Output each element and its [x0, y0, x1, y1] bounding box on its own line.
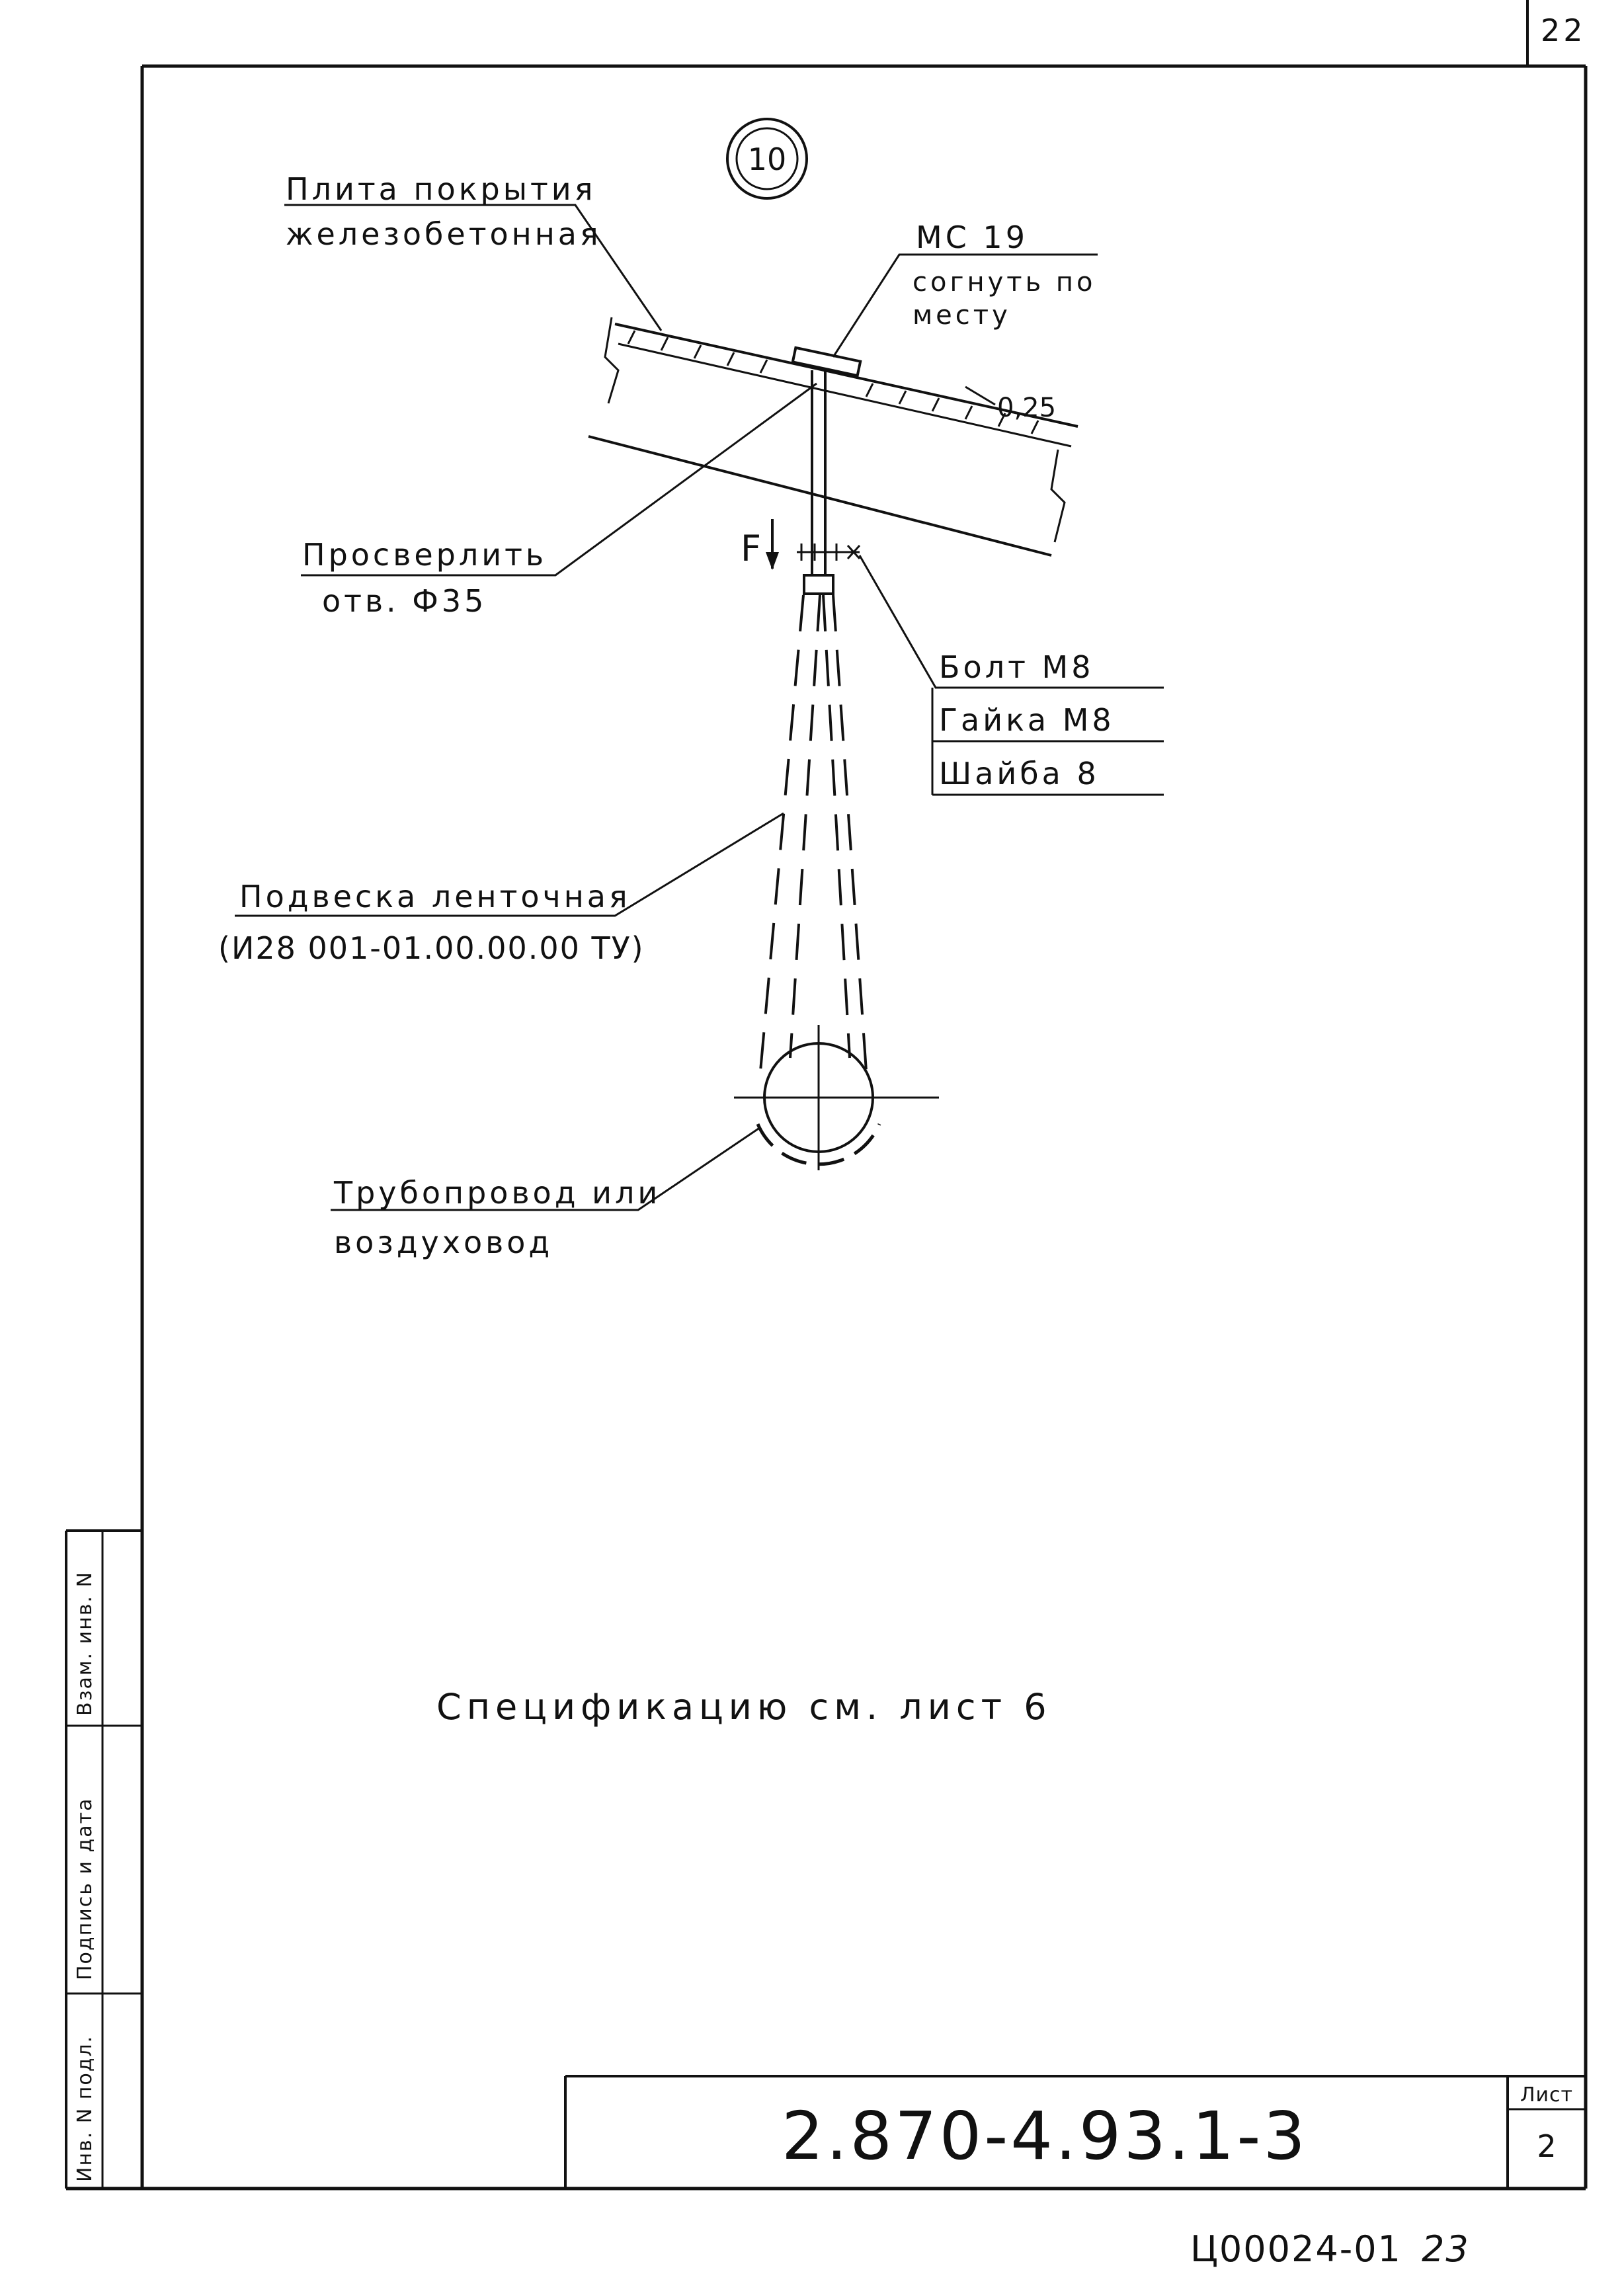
- pipe-label-line1: Трубопровод или: [333, 1175, 661, 1211]
- document-code: 2.870-4.93.1-3: [782, 2097, 1308, 2175]
- drill-label-line1: Просверлить: [302, 537, 547, 573]
- mc19-plate: [791, 346, 862, 378]
- mc19-label-line1: МС 19: [916, 220, 1028, 255]
- title-block: [564, 2075, 1586, 2189]
- side-stamp: [65, 1529, 142, 2189]
- hanger-label-line1: Подвеска ленточная: [239, 879, 631, 914]
- nut-label: Гайка М8: [939, 702, 1115, 738]
- hanger-rod: [803, 370, 834, 595]
- slope-label: 0,25: [997, 393, 1056, 423]
- bolt-label: Болт М8: [939, 649, 1094, 685]
- pipe-label-line2: воздуховод: [334, 1225, 553, 1260]
- pipe-section: [734, 1025, 939, 1170]
- specification-note: Спецификацию см. лист 6: [436, 1686, 1052, 1728]
- slab-label-line1: Плита покрытия: [286, 171, 596, 207]
- force-arrow: [766, 519, 779, 570]
- archive-page: 23: [1422, 2228, 1470, 2270]
- stamp-cell-bottom: Инв. N подл.: [73, 2035, 97, 2182]
- leader-lines: [235, 204, 1164, 1211]
- mc19-label-line2: согнуть по: [913, 267, 1096, 298]
- callout-number: 10: [748, 141, 787, 177]
- washer-label: Шайба 8: [939, 756, 1100, 791]
- callout-circle: [726, 118, 808, 200]
- stamp-cell-top: Взам. инв. N: [73, 1571, 97, 1716]
- page-number-top: 22: [1541, 13, 1586, 48]
- sheet-number: 2: [1537, 2128, 1556, 2164]
- hanger-label-line2: (И28 001-01.00.00.00 ТУ): [218, 930, 645, 966]
- sheet-frame: [66, 0, 1588, 2191]
- slab-label-line2: железобетонная: [286, 216, 602, 252]
- bolt-cross: [797, 544, 861, 561]
- mc19-label-line3: месту: [913, 300, 1011, 331]
- sheet-label: Лист: [1520, 2083, 1573, 2107]
- strap-lines: [759, 594, 868, 1072]
- stamp-cell-middle: Подпись и дата: [73, 1798, 97, 1981]
- archive-code: Ц00024-01: [1190, 2228, 1402, 2270]
- force-label: F: [741, 528, 761, 569]
- drill-label-line2: отв. Ф35: [322, 583, 487, 619]
- concrete-slab: [588, 317, 1078, 557]
